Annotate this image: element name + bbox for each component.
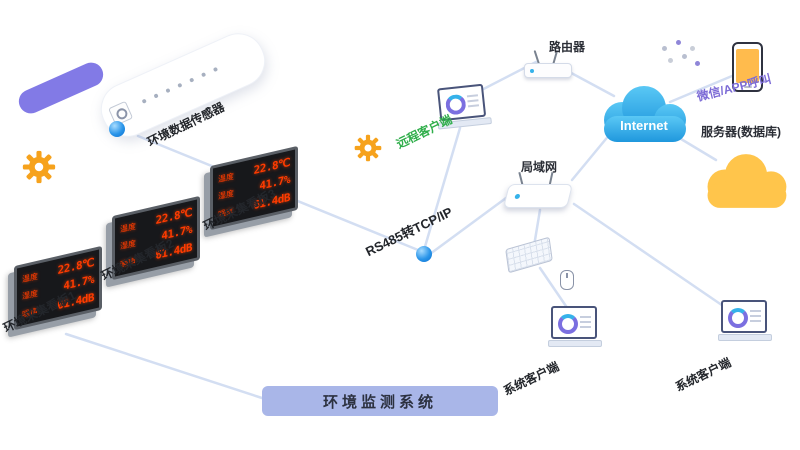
phone-icon <box>732 42 763 92</box>
gear-icon <box>354 134 382 162</box>
internet-text: Internet <box>620 118 668 133</box>
system-client-laptop-icon <box>718 300 772 341</box>
mouse-icon <box>560 270 574 290</box>
router-icon <box>524 44 572 78</box>
decor-dot <box>690 46 695 51</box>
gear-icon <box>22 150 56 184</box>
internet-cloud-icon: Internet <box>604 86 686 142</box>
decor-dot <box>695 61 700 66</box>
decor-dot <box>662 46 667 51</box>
dotted-trail <box>141 98 147 104</box>
server-cloud-icon <box>707 154 787 208</box>
server-label: 服务器(数据库) <box>701 125 781 139</box>
node-dot-icon <box>109 121 125 137</box>
lan-label: 局域网 <box>521 160 558 174</box>
decor-dot <box>668 58 673 63</box>
hub-dot-icon <box>416 246 432 262</box>
decor-dot <box>682 54 687 59</box>
decor-dot <box>676 40 681 45</box>
system-title-banner: 环境监测系统 <box>262 386 498 416</box>
router-label: 路由器 <box>549 40 586 54</box>
system-client-laptop-icon <box>548 306 602 347</box>
lan-access-point-icon <box>503 171 573 208</box>
